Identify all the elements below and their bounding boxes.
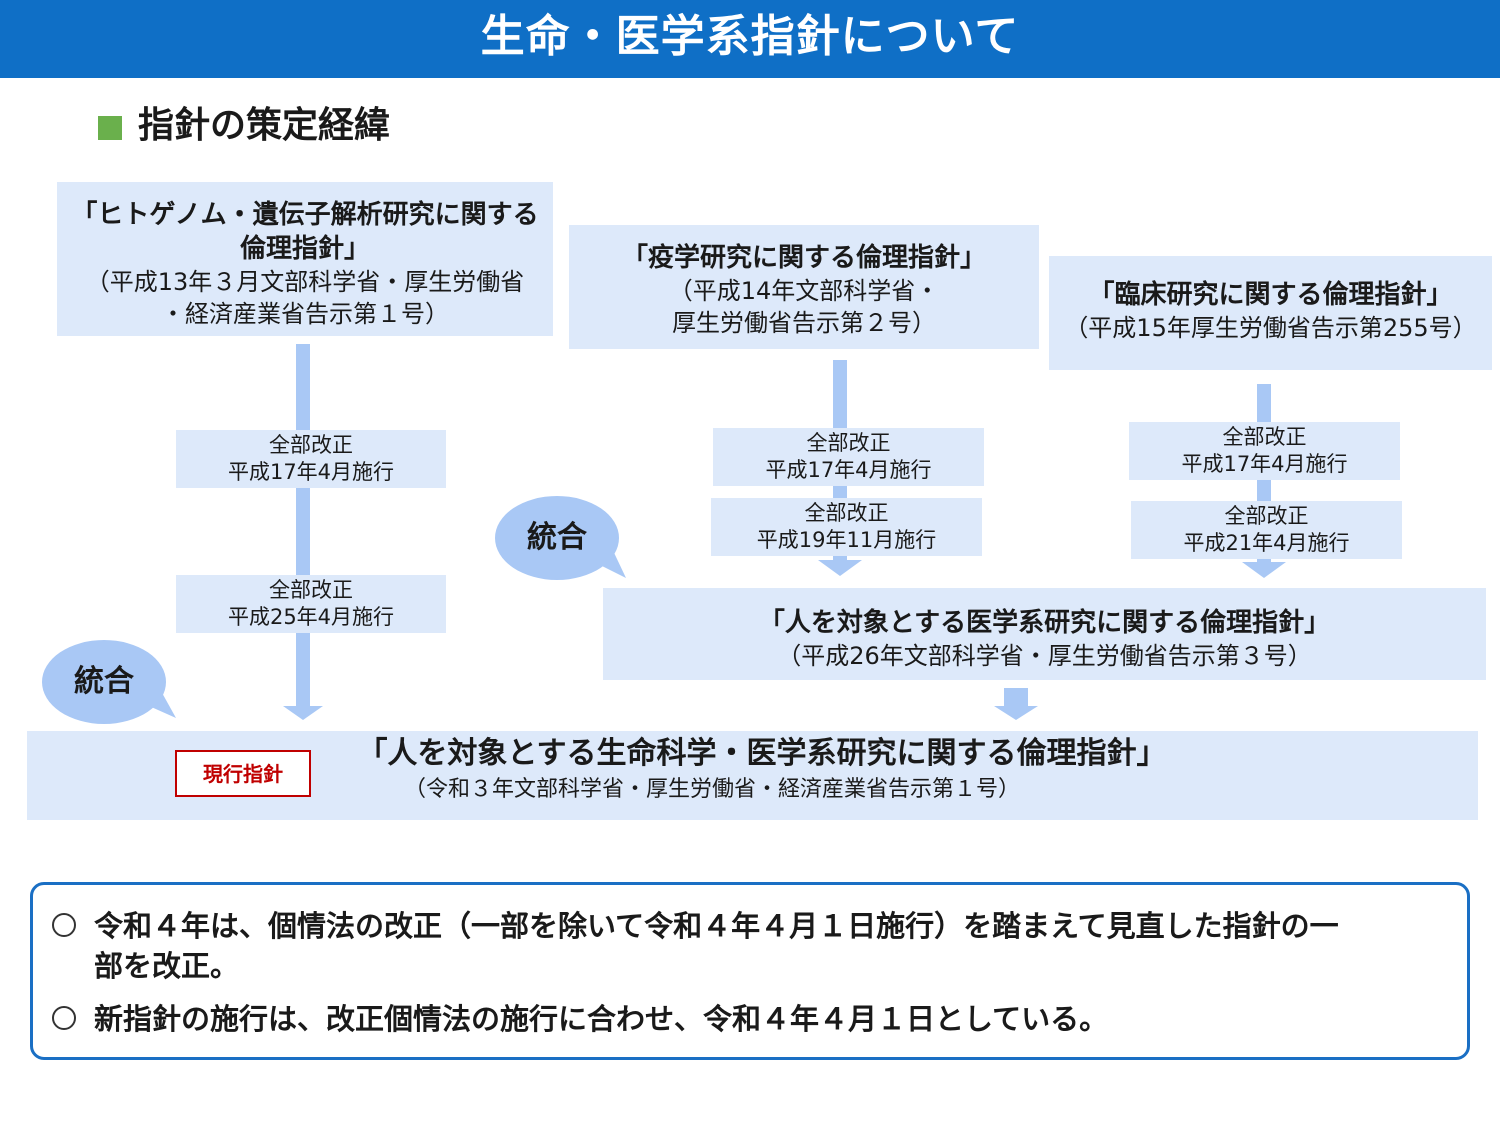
epi-arrow-head <box>818 560 862 576</box>
clin-arrow-head <box>1242 562 1286 578</box>
revision-date: 平成25年4月施行 <box>227 605 395 629</box>
medical-guideline-box: 「人を対象とする医学系研究に関する倫理指針」 （平成26年文部科学省・厚生労働省… <box>603 588 1486 680</box>
revision-date: 平成19年11月施行 <box>756 528 937 552</box>
genome-arrow-head <box>283 706 323 720</box>
current-guideline-badge: 現行指針 <box>175 750 311 797</box>
epidemiology-guideline-box: 「疫学研究に関する倫理指針」 （平成14年文部科学省・ 厚生労働省告示第２号） <box>569 225 1039 349</box>
page-title: 生命・医学系指針について <box>480 11 1020 62</box>
genome-title-line1: 「ヒトゲノム・遺伝子解析研究に関する <box>71 200 539 230</box>
medical-arrow-head <box>994 706 1038 720</box>
revision-label: 全部改正 <box>1222 425 1307 449</box>
revision-label: 全部改正 <box>804 501 889 525</box>
clinical-note: （平成15年厚生労働省告示第255号） <box>1064 314 1477 342</box>
merge-bubble-lower: 統合 <box>42 640 166 724</box>
circle-bullet-icon <box>52 913 76 937</box>
note-item-1-line2: 部を改正。 <box>94 949 240 983</box>
current-guideline-note: （令和３年文部科学省・厚生労働省・経済産業省告示第１号） <box>403 777 1020 802</box>
revision-label: 全部改正 <box>1224 504 1309 528</box>
genome-arrow-shaft <box>296 344 310 706</box>
genome-note-line1: （平成13年３月文部科学省・厚生労働省 <box>85 268 525 296</box>
genome-note-line2: ・経済産業省告示第１号） <box>161 300 449 328</box>
clin-revision-1: 全部改正 平成17年4月施行 <box>1129 422 1400 480</box>
note-item-2: 新指針の施行は、改正個情法の施行に合わせ、令和４年４月１日としている。 <box>94 1002 1109 1036</box>
epidemiology-note-line2: 厚生労働省告示第２号） <box>672 309 936 337</box>
genome-revision-1: 全部改正 平成17年4月施行 <box>176 430 446 488</box>
epi-revision-1: 全部改正 平成17年4月施行 <box>713 428 984 486</box>
bullet-square-icon <box>98 116 122 140</box>
epidemiology-title: 「疫学研究に関する倫理指針」 <box>621 243 986 273</box>
notes-box <box>30 882 1470 1060</box>
header-bar <box>0 0 1500 78</box>
revision-date: 平成17年4月施行 <box>765 458 932 482</box>
medical-note: （平成26年文部科学省・厚生労働省告示第３号） <box>777 642 1312 670</box>
revision-label: 全部改正 <box>269 578 353 602</box>
medical-arrow-shaft <box>1004 688 1028 706</box>
current-guideline-title: 「人を対象とする生命科学・医学系研究に関する倫理指針」 <box>357 736 1167 771</box>
revision-label: 全部改正 <box>806 431 891 455</box>
epi-revision-2: 全部改正 平成19年11月施行 <box>711 498 982 556</box>
clinical-title: 「臨床研究に関する倫理指針」 <box>1088 280 1453 310</box>
revision-date: 平成21年4月施行 <box>1183 531 1350 555</box>
genome-revision-2: 全部改正 平成25年4月施行 <box>176 575 446 633</box>
section-heading: 指針の策定経緯 <box>138 105 391 146</box>
genome-guideline-box: 「ヒトゲノム・遺伝子解析研究に関する 倫理指針」 （平成13年３月文部科学省・厚… <box>57 182 553 336</box>
clin-revision-2: 全部改正 平成21年4月施行 <box>1131 501 1402 559</box>
revision-label: 全部改正 <box>269 433 353 457</box>
genome-title-line2: 倫理指針」 <box>239 234 370 264</box>
note-item-1-line1: 令和４年は、個情法の改正（一部を除いて令和４年４月１日施行）を踏まえて見直した指… <box>94 909 1339 943</box>
epidemiology-note-line1: （平成14年文部科学省・ <box>668 277 940 305</box>
medical-title: 「人を対象とする医学系研究に関する倫理指針」 <box>758 608 1331 638</box>
clinical-guideline-box: 「臨床研究に関する倫理指針」 （平成15年厚生労働省告示第255号） <box>1049 256 1492 370</box>
merge-bubble-upper: 統合 <box>495 496 619 580</box>
revision-date: 平成17年4月施行 <box>227 460 395 484</box>
circle-bullet-icon <box>52 1006 76 1030</box>
revision-date: 平成17年4月施行 <box>1181 452 1348 476</box>
